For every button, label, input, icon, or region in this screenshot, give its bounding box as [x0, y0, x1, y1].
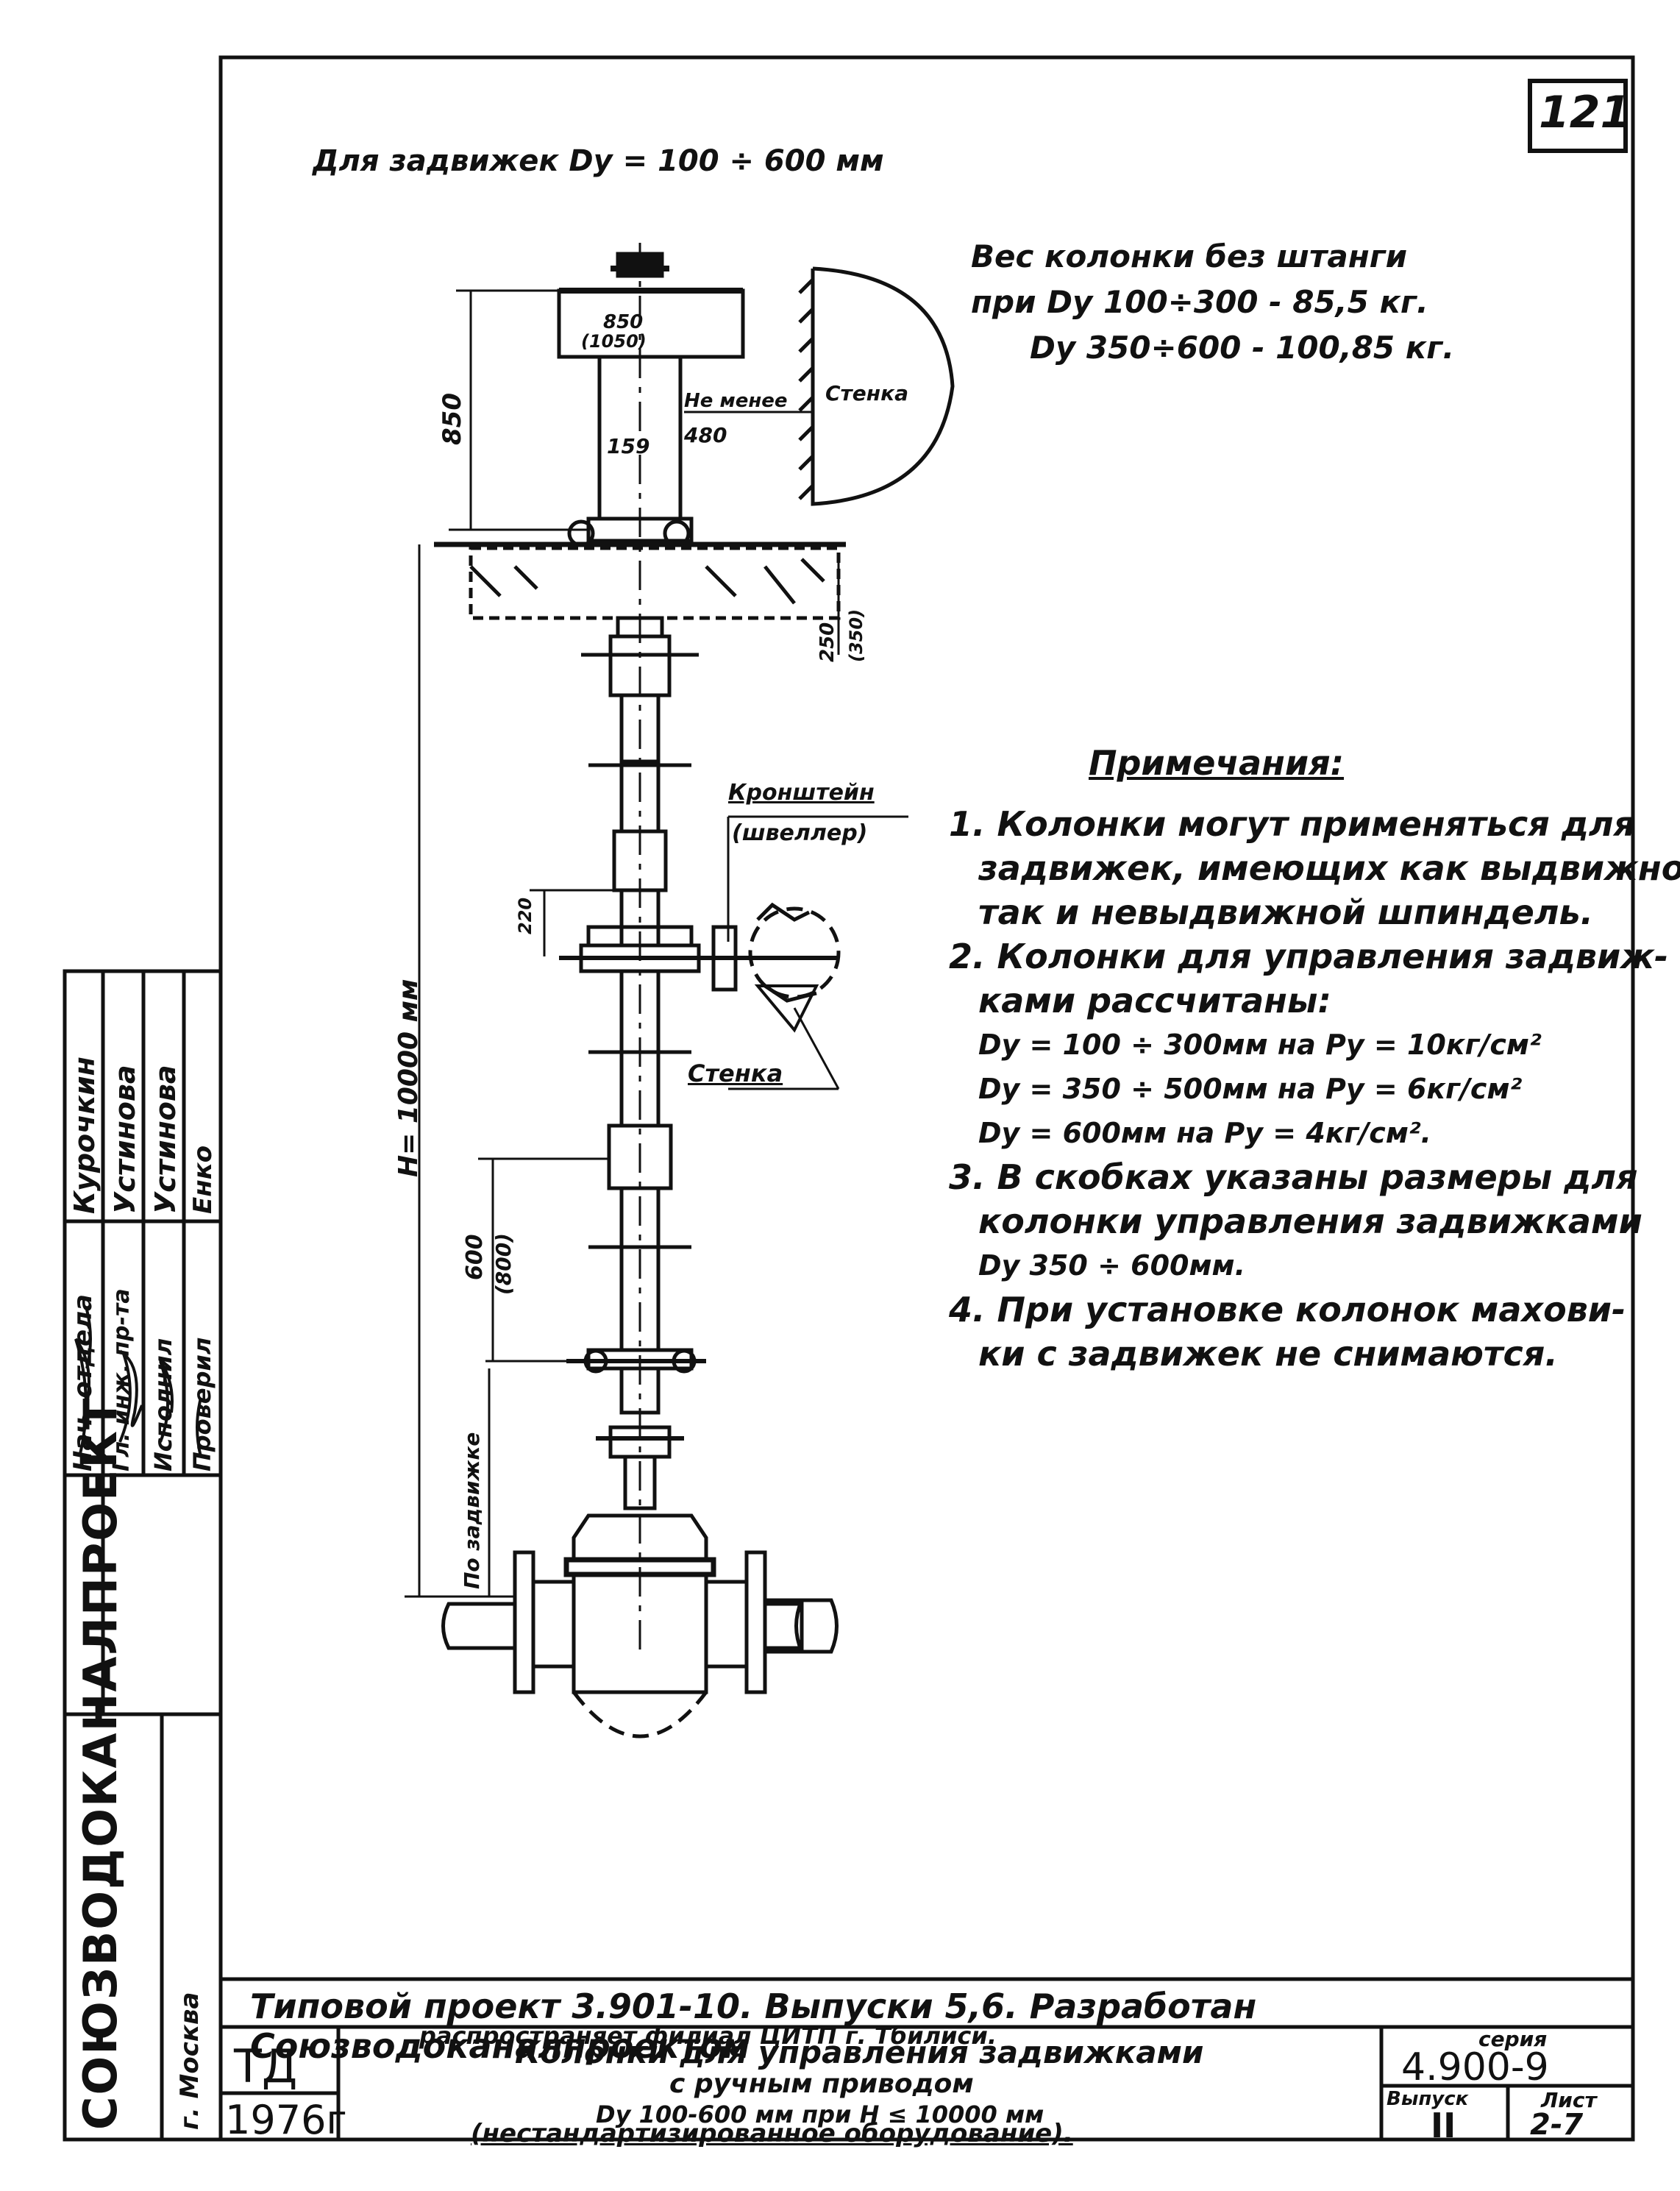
height-label: H= 10000 мм — [394, 979, 424, 1177]
note-line: ками рассчитаны: — [978, 981, 1331, 1020]
distributor-line: распространяет филиал ЦИТП г. Тбилиси. — [419, 2022, 997, 2050]
notes-list: 1. Колонки могут применяться для задвиже… — [949, 802, 1680, 1376]
floor-slab — [469, 546, 841, 620]
title-line-2: с ручным приводом — [669, 2069, 974, 2099]
weight-note-line2: при Dy 100÷300 - 85,5 кг. — [971, 284, 1428, 320]
note-line: 1. Колонки могут применяться для — [949, 804, 1636, 844]
bracket-label-line1: Кронштейн — [728, 780, 875, 806]
note-line: колонки управления задвижками — [978, 1201, 1642, 1241]
wall-top-label: Стенка — [825, 381, 909, 405]
dim-850-alt-label: (1050) — [581, 331, 647, 352]
weight-note-line3: Dy 350÷600 - 100,85 кг. — [1030, 330, 1455, 366]
note-line: Dy = 350 ÷ 500мм на Py = 6кг/см² — [978, 1073, 1523, 1105]
note-line: задвижек, имеющих как выдвижной — [978, 848, 1680, 888]
note-line: 2. Колонки для управления задвиж- — [949, 937, 1669, 976]
note-line: 4. При установке колонок махови- — [949, 1290, 1626, 1329]
dim-480-label: 480 — [684, 423, 727, 447]
note-line: 3. В скобках указаны размеры для — [949, 1157, 1638, 1197]
sheet-value: 2-7 — [1530, 2108, 1584, 2142]
sheet-number-box — [1528, 79, 1628, 153]
dim-250-alt-label: (350) — [846, 608, 866, 662]
header-caption: Для задвижек Dy = 100 ÷ 600 мм — [313, 144, 884, 178]
weight-note-line1: Вес колонки без штанги — [971, 238, 1408, 274]
stamp-city: г. Москва — [175, 1992, 204, 2130]
dim-159-label: 159 — [607, 434, 650, 458]
bracket-callout — [748, 906, 841, 999]
not-less-label: Не менее — [684, 390, 788, 412]
sheet-label: Лист — [1541, 2088, 1597, 2112]
signatures — [74, 1309, 202, 1457]
dim-800-label: (800) — [491, 1232, 516, 1295]
note-line: Dy 350 ÷ 600мм. — [978, 1249, 1246, 1282]
title-line-3: Dy 100-600 мм при H ≤ 10000 мм — [596, 2101, 1044, 2128]
notes-title: Примечания: — [1089, 743, 1345, 783]
dim-850-label: 850 — [603, 311, 644, 333]
stamp-name-1: Курочкин — [68, 1057, 101, 1214]
note-line: ки с задвижек не снимаются. — [978, 1334, 1558, 1374]
project-line: Типовой проект 3.901-10. Выпуски 5,6. Ра… — [250, 1986, 1257, 2066]
issue-label: Выпуск — [1387, 2088, 1469, 2110]
dim-850-vertical: 850 — [438, 393, 467, 445]
dim-220-label: 220 — [515, 897, 535, 934]
title-line-1: Колонки для управления задвижками — [515, 2034, 1204, 2070]
weight-note: Вес колонки без штанги при Dy 100÷300 - … — [971, 234, 1454, 371]
sheet-number: 121 — [1539, 87, 1631, 138]
note-line: Dy = 600мм на Py = 4кг/см². — [978, 1117, 1431, 1149]
pipe-right — [794, 1598, 839, 1654]
wall-outline-top — [811, 266, 955, 506]
dim-250-label: 250 — [816, 622, 839, 662]
series-value: 4.900-9 — [1401, 2045, 1549, 2089]
stamp-name-4: Енко — [188, 1145, 218, 1214]
title-year: 1976г — [225, 2097, 347, 2143]
to-valve-label: По задвижке — [460, 1432, 484, 1589]
note-line: Dy = 100 ÷ 300мм на Py = 10кг/см² — [978, 1029, 1542, 1061]
dim-600-label: 600 — [462, 1234, 488, 1280]
series-label: серия — [1478, 2027, 1548, 2051]
bracket-label-line2: (швеллер) — [732, 820, 868, 846]
stamp-name-2: Устинова — [109, 1065, 141, 1214]
bracket-wall-wedge — [754, 984, 819, 1033]
note-line: так и невыдвижной шпиндель. — [978, 892, 1594, 932]
title-line-4: (нестандартизированное оборудование). — [471, 2119, 1073, 2148]
pipe-left — [441, 1602, 515, 1650]
stamp-name-3: Устинова — [149, 1065, 182, 1214]
issue-value: II — [1431, 2106, 1456, 2145]
column-assembly — [405, 243, 955, 1739]
wall-bottom-label: Стенка — [688, 1059, 783, 1087]
title-code: ТД — [234, 2039, 298, 2093]
stamp-org: СОЮЗВОДОКАНАЛПРОЕКТ — [74, 1396, 127, 2130]
